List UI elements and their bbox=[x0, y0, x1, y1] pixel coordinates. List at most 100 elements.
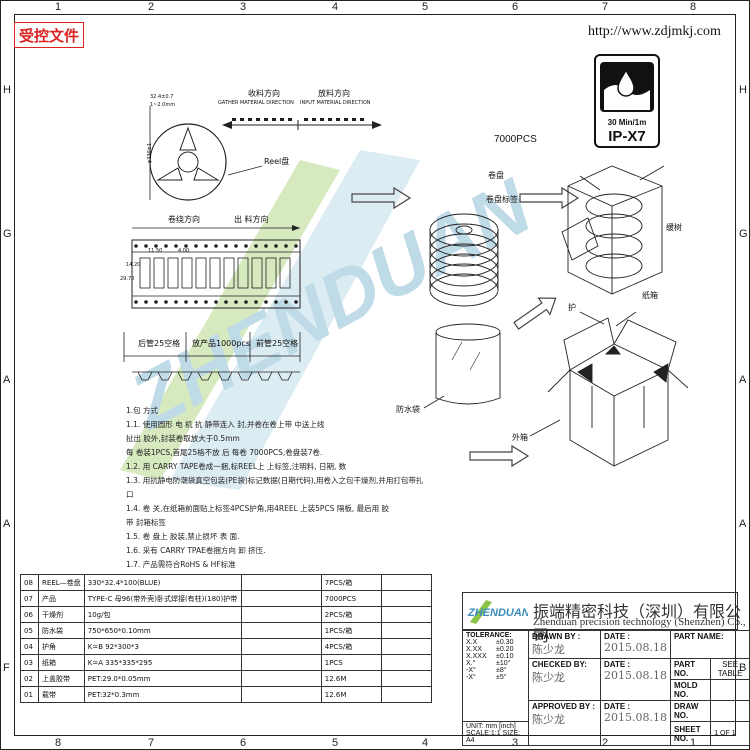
tolerance-key: -X° bbox=[466, 667, 476, 674]
bom-empty bbox=[240, 654, 322, 671]
tolerance-value: ±8° bbox=[496, 667, 507, 674]
grid-right-a: A bbox=[739, 374, 747, 386]
tolerance-value: ±10° bbox=[496, 660, 511, 667]
tolerance-row: X.X±0.30 bbox=[466, 639, 525, 646]
approved-by-value: 陈少龙 bbox=[532, 713, 565, 726]
moisture-bag-label: 防水袋 bbox=[396, 405, 420, 414]
ip-rating-badge: 30 Min/1m IP-X7 bbox=[594, 54, 660, 148]
grid-top-7: 7 bbox=[602, 1, 609, 13]
checked-by-cell: CHECKED BY: 陈少龙 bbox=[528, 658, 601, 701]
bom-name: 护角 bbox=[38, 638, 85, 655]
bom-empty bbox=[380, 622, 433, 639]
size-label: SIZE: A4 bbox=[466, 730, 521, 744]
grid-left-e: A bbox=[3, 518, 11, 530]
bom-name: 上盖胶带 bbox=[38, 670, 85, 687]
bom-empty bbox=[240, 574, 322, 591]
carton-label: 纸箱 bbox=[642, 291, 658, 300]
grid-top-5: 5 bbox=[422, 1, 429, 13]
drawn-by-label: DRAWN BY : bbox=[532, 632, 581, 641]
dim-small-1: 11.50 bbox=[148, 248, 163, 254]
grid-bottom-5: 5 bbox=[332, 737, 339, 749]
bom-qty: 7PCS/箱 bbox=[320, 574, 382, 591]
grid-bottom-4: 4 bbox=[422, 737, 429, 749]
note-line: 1.3. 用抗静电防潮袋真空包装(PE袋)标记数据(日期代码),用卷入之包干燥剂… bbox=[126, 476, 424, 499]
bom-empty bbox=[380, 606, 433, 623]
tolerance-value: ±0.10 bbox=[496, 653, 514, 660]
note-line: 每 卷装1PCS,首尾25格不放 后 每卷 7000PCS,卷盘装7卷. bbox=[126, 448, 323, 457]
checked-by-value: 陈少龙 bbox=[532, 671, 565, 684]
gather-direction-cn: 收料方向 bbox=[248, 89, 280, 98]
company-box bbox=[462, 592, 738, 630]
drawn-date-value: 2015.08.18 bbox=[604, 641, 667, 654]
bom-empty bbox=[240, 622, 322, 639]
scale-label: SCALE:1:1 bbox=[466, 730, 501, 737]
note-line: 带 封箱标签 bbox=[126, 518, 166, 527]
bom-empty bbox=[380, 590, 433, 607]
bom-spec: 10g/包 bbox=[83, 606, 242, 623]
bom-spec: K=A 335*335*295 bbox=[83, 654, 242, 671]
gather-direction-en: GATHER MATERIAL DIRECTION bbox=[218, 100, 294, 106]
bom-empty bbox=[380, 654, 433, 671]
bom-empty bbox=[380, 670, 433, 687]
outer-box-label: 外箱 bbox=[512, 433, 528, 442]
drawn-by-value: 陈少龙 bbox=[532, 643, 565, 656]
checked-by-label: CHECKED BY: bbox=[532, 660, 587, 669]
tolerance-row: X.XX ±0.20 bbox=[466, 646, 525, 653]
bom-name: REEL—卷盘 bbox=[38, 574, 85, 591]
bom-name: 干燥剂 bbox=[38, 606, 85, 623]
bom-empty bbox=[240, 686, 322, 703]
dim-small-3: 29.70 bbox=[120, 276, 135, 282]
mold-no-label: MOLD NO. bbox=[669, 679, 712, 701]
bom-empty bbox=[240, 590, 322, 607]
note-line: 1.7. 产品需符合RoHS & HF标准 bbox=[126, 560, 236, 569]
dim-small-4: 14.20 bbox=[126, 262, 141, 268]
part-name-cell: PART NAME: bbox=[669, 630, 750, 659]
note-line: 1.2. 用 CARRY TAPE卷成一捆,标REEL上 上标签,注明料, 日期… bbox=[126, 462, 347, 471]
grid-top-1: 1 bbox=[55, 1, 62, 13]
grid-left-g: G bbox=[3, 228, 12, 240]
bom-qty: 1PCS/箱 bbox=[320, 622, 382, 639]
bom-spec: 750*650*0.10mm bbox=[83, 622, 242, 639]
bom-qty: 2PCS/箱 bbox=[320, 606, 382, 623]
part-no-value: SEE TABLE bbox=[710, 658, 750, 680]
tolerance-value: ±0.30 bbox=[496, 639, 514, 646]
note-line: 1.包 方式 bbox=[126, 406, 159, 415]
tolerance-key: X.XX bbox=[466, 646, 482, 653]
tolerance-row: X.° ±10° bbox=[466, 660, 525, 667]
tolerance-key: X.XXX bbox=[466, 653, 487, 660]
bom-qty: 4PCS/箱 bbox=[320, 638, 382, 655]
grid-bottom-8: 8 bbox=[55, 737, 62, 749]
reel-tag-label: 卷盘标签 bbox=[486, 195, 518, 204]
drawn-date-cell: DATE : 2015.08.18 bbox=[600, 630, 671, 659]
tolerance-row: -X° ±8° bbox=[466, 667, 525, 674]
approved-date-label: DATE : bbox=[604, 702, 631, 711]
grid-right-h: H bbox=[739, 84, 747, 96]
grid-left-d: F bbox=[3, 662, 10, 674]
logo-text: ZHENDUAN bbox=[467, 607, 528, 619]
website-url[interactable]: http://www.zdjmkj.com bbox=[588, 24, 721, 39]
bom-no: 01 bbox=[19, 686, 40, 703]
segment-empty-tail: 前管25空格 bbox=[256, 339, 299, 348]
bom-no: 04 bbox=[19, 638, 40, 655]
bom-spec: TYPE-C 母96(带外壳)卧式焊接(有柱)(180)护带 bbox=[83, 590, 242, 607]
bom-name: 载带 bbox=[38, 686, 85, 703]
tolerance-key: X.° bbox=[466, 660, 476, 667]
bom-spec: PET:29.0*0.05mm bbox=[83, 670, 242, 687]
controlled-document-stamp: 受控文件 bbox=[14, 22, 84, 48]
segment-empty-head: 后管25空格 bbox=[138, 339, 181, 348]
pcs-label: 7000PCS bbox=[494, 134, 537, 145]
dim-small-2: 4.00 bbox=[178, 248, 190, 254]
bom-qty: 12.6M bbox=[320, 686, 382, 703]
tolerance-value: ±0.20 bbox=[496, 646, 514, 653]
grid-top-3: 3 bbox=[240, 1, 247, 13]
water-drop-icon bbox=[600, 62, 654, 112]
checked-date-value: 2015.08.18 bbox=[604, 669, 667, 682]
part-no-label: PART NO. bbox=[669, 658, 712, 680]
company-logo: ZHENDUAN bbox=[466, 598, 531, 624]
